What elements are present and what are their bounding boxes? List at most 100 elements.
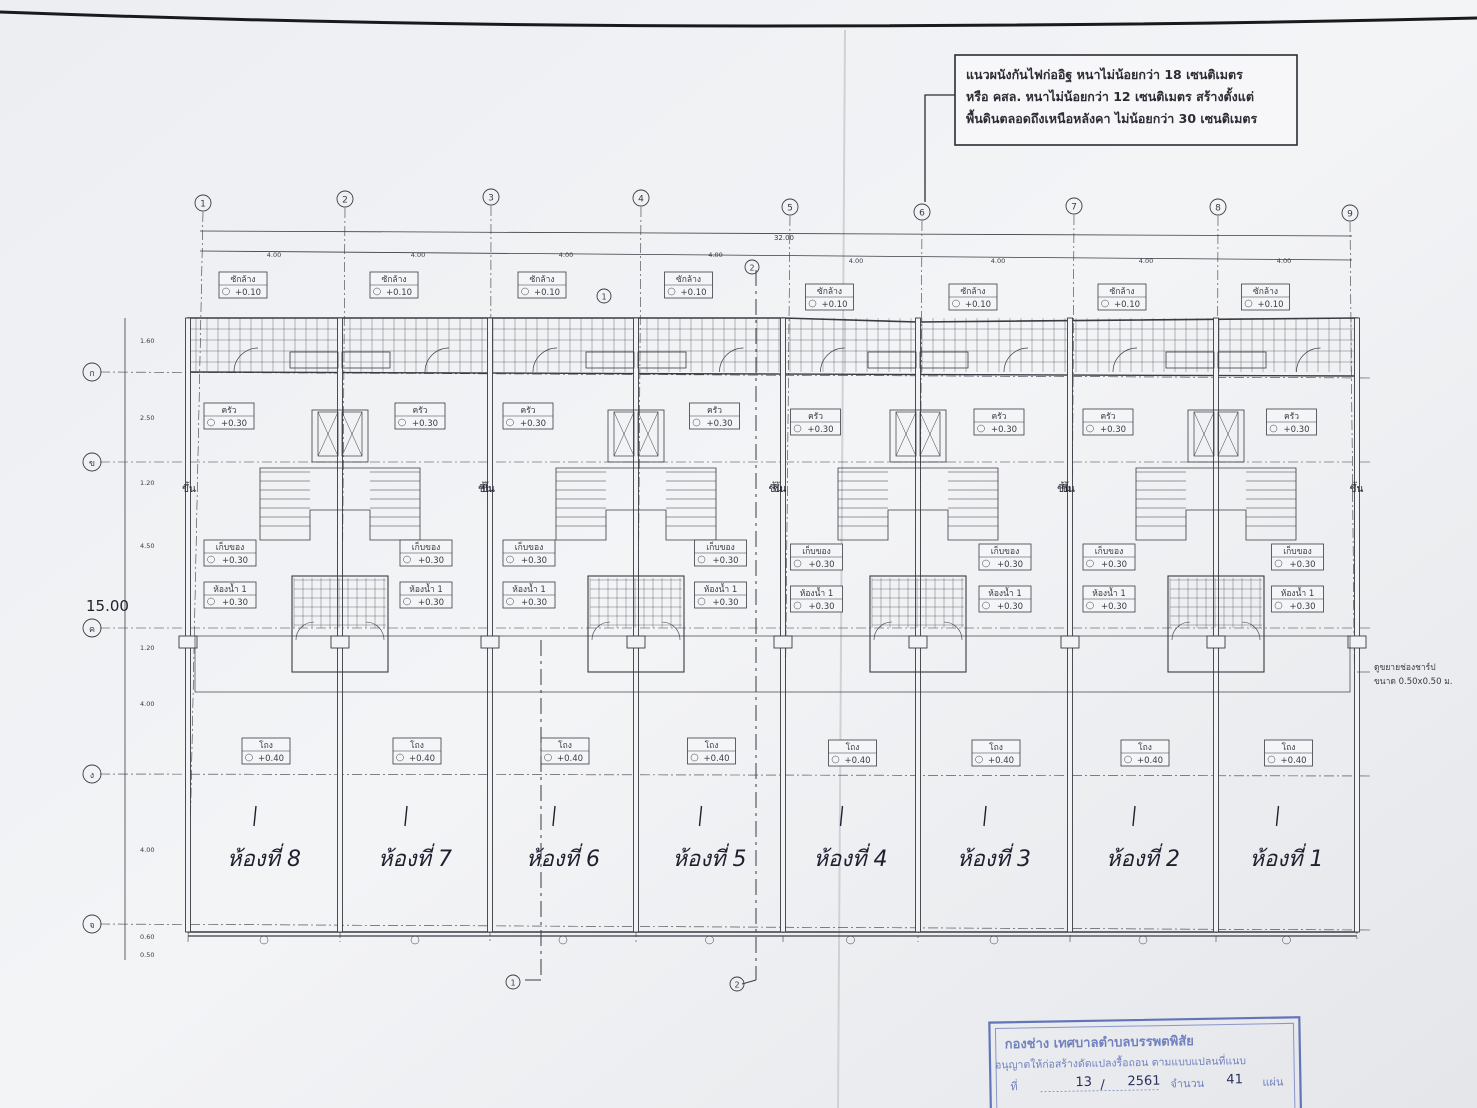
kitchen-tag-marker <box>398 418 406 427</box>
hall-tag-name: โถง <box>558 740 572 751</box>
bathroom-tag: ห้องน้ำ 1+0.30 <box>203 581 257 609</box>
left-dimension-value: 1.60 <box>140 337 154 345</box>
rear-window <box>341 351 391 369</box>
storage-tag: เก็บของ+0.30 <box>1082 543 1136 571</box>
stamp-number: 13 <box>1075 1075 1092 1090</box>
bathroom-tag: ห้องน้ำ 1+0.30 <box>694 581 747 609</box>
hall-tag-marker <box>831 755 840 764</box>
storage-tag-level: +0.30 <box>712 556 738 566</box>
column-grid-bubble-8 <box>1209 198 1227 216</box>
hall-tag: โถง+0.40 <box>828 739 877 767</box>
stamp-tail: แผ่น <box>1262 1075 1284 1088</box>
storage-tag-name: เก็บของ <box>412 541 441 553</box>
laundry-tag-name: ซักล้าง <box>676 274 701 285</box>
hall-tag-level: +0.40 <box>258 754 284 764</box>
structural-column <box>178 635 198 649</box>
storage-tag-marker <box>1274 559 1283 568</box>
hall-tag: โถง+0.40 <box>241 737 291 765</box>
stove-unit <box>317 411 339 457</box>
laundry-tag-name: ซักล้าง <box>817 286 842 297</box>
hall-tag: โถง+0.40 <box>1120 739 1170 767</box>
row-grid-bubble <box>82 452 102 472</box>
stair-outline <box>555 467 717 541</box>
hall-tag-name: โถง <box>989 742 1003 753</box>
kitchen-tag-marker <box>977 424 985 433</box>
front-detail-marker <box>558 935 568 945</box>
kitchen-sink-block <box>1187 409 1245 463</box>
laundry-tag-name: ซักล้าง <box>1109 286 1134 297</box>
storage-tag-marker <box>697 555 706 564</box>
kitchen-tag: ครัว+0.30 <box>790 408 841 436</box>
left-dimension-value: 4.00 <box>140 846 154 854</box>
hall-tag-level: +0.40 <box>409 754 435 764</box>
kitchen-tag-level: +0.30 <box>412 419 438 429</box>
rear-window <box>867 351 917 369</box>
kitchen-tag-marker <box>692 418 701 427</box>
unit-label: ห้องที่ 6 <box>526 843 600 872</box>
row-grid-label: ค <box>89 625 95 635</box>
kitchen-tag: ครัว+0.30 <box>689 402 740 430</box>
bathroom-tag-level: +0.30 <box>808 602 834 612</box>
kitchen-tag-level: +0.30 <box>991 425 1017 435</box>
laundry-tag-name: ซักล้าง <box>1253 286 1278 297</box>
storage-tag-marker <box>506 555 514 564</box>
handwritten-tick <box>698 805 703 827</box>
laundry-tile-band <box>188 318 1357 372</box>
hall-tag: โถง+0.40 <box>1264 739 1313 767</box>
bathroom-tag: ห้องน้ำ 1+0.30 <box>502 581 556 609</box>
stamp-sep: / <box>1100 1078 1105 1093</box>
bathroom-tag: ห้องน้ำ 1+0.30 <box>399 581 453 609</box>
laundry-tag-marker <box>373 287 381 296</box>
stamp-year: 2561 <box>1127 1074 1160 1090</box>
party-wall <box>487 317 493 933</box>
column-grid-label-4: 4 <box>638 195 644 205</box>
bathroom-tag-level: +0.30 <box>997 602 1023 612</box>
storage-tag: เก็บของ+0.30 <box>502 539 556 567</box>
hall-tag-name: โถง <box>846 742 860 753</box>
kitchen-tag: ครัว +0.30 <box>973 408 1025 436</box>
hall-tag-marker <box>690 753 699 762</box>
rear-window <box>289 351 339 369</box>
stove-cross <box>1193 411 1215 457</box>
note-line-3: พื้นดินตลอดถึงเหนือหลังคา ไม่น้อยกว่า 30… <box>966 109 1257 126</box>
bathroom-tag-marker <box>1274 601 1283 610</box>
laundry-tag-marker <box>1244 299 1253 308</box>
bay-dimension-value: 4.00 <box>411 251 425 259</box>
storage-tag: เก็บของ+0.30 <box>790 543 843 571</box>
row-gridline <box>99 773 1371 777</box>
structural-column <box>1206 635 1226 649</box>
hall-tag-marker <box>396 753 404 762</box>
column-grid-bubble-4 <box>632 189 650 207</box>
stove-unit <box>1193 411 1215 457</box>
stair-up-label: ขึ้น <box>1061 481 1075 495</box>
stamp-count: 41 <box>1226 1072 1243 1087</box>
rear-door-swing <box>424 347 450 373</box>
laundry-tag-level: +0.10 <box>386 288 412 298</box>
column-grid-bubble-7 <box>1065 197 1083 215</box>
row-grid-label: จ <box>89 921 94 931</box>
stove-cross <box>1217 411 1239 457</box>
bath-door-swing <box>1171 621 1191 641</box>
left-dimension-value: 4.50 <box>140 542 154 550</box>
kitchen-tag-level: +0.30 <box>807 425 833 435</box>
front-detail-marker <box>410 935 420 945</box>
stove-unit <box>1217 411 1239 457</box>
hall-tag-marker <box>245 753 253 762</box>
kitchen-tag-level: +0.30 <box>1283 425 1309 435</box>
storage-tag-name: เก็บของ <box>1095 545 1124 557</box>
laundry-tag-level: +0.10 <box>1257 300 1283 310</box>
bath-door-swing <box>943 621 963 641</box>
handwritten-tick <box>404 805 408 827</box>
storage-tag-marker <box>1086 559 1094 568</box>
hall-tag: โถง+0.40 <box>540 737 590 765</box>
stove-unit <box>919 411 941 457</box>
hall-tag-name: โถง <box>705 740 719 751</box>
bathroom-tag: ห้องน้ำ 1+0.30 <box>1082 585 1136 613</box>
laundry-tag-level: +0.10 <box>534 288 560 298</box>
stair-up-label: ขึ้น <box>769 481 783 495</box>
storage-tag-level: +0.30 <box>997 560 1023 570</box>
kitchen-tag-level: +0.30 <box>706 419 732 429</box>
kitchen-tag-name: ครัว <box>991 412 1006 422</box>
bathroom-tag-marker <box>793 601 802 610</box>
